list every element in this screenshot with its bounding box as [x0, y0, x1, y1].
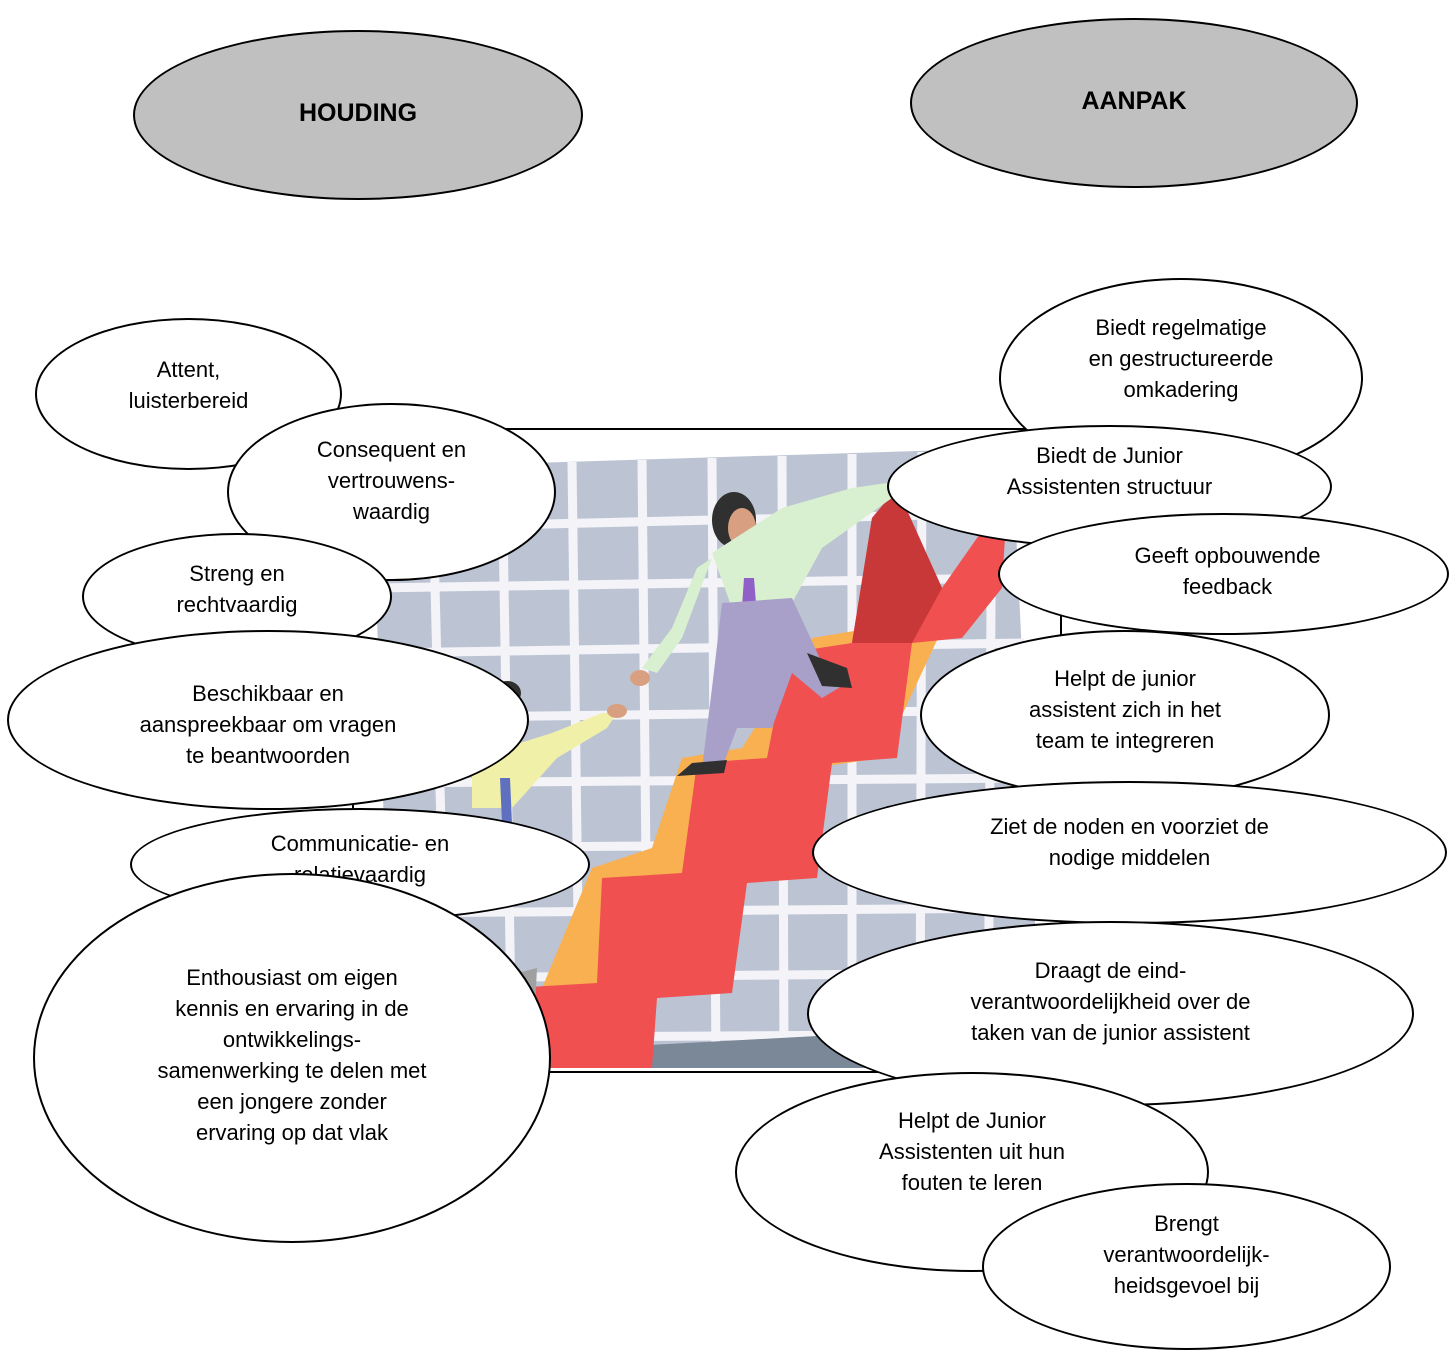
houding-item-5: Communicatie- en relatievaardig [270, 831, 450, 887]
aanpak-item-2: Biedt de Junior Assistenten structuur [1006, 443, 1213, 499]
aanpak-item-3: Geeft opbouwende feedback [1134, 543, 1321, 599]
aanpak-item-1: Biedt regelmatige en gestructureerde omk… [1088, 315, 1274, 402]
houding-ellipse-6 [33, 873, 551, 1243]
aanpak-ellipse-3 [998, 513, 1449, 635]
houding-ellipse-4 [7, 630, 529, 810]
houding-item-3: Streng en rechtvaardig [176, 561, 298, 617]
aanpak-item-5: Ziet de noden en voorziet de nodige midd… [990, 814, 1269, 870]
houding-item-1: Attent, luisterbereid [128, 357, 249, 413]
aanpak-item-8: Brengt verantwoordelijk- heidsgevoel bij [1103, 1211, 1270, 1298]
houding-header: HOUDING [298, 99, 418, 127]
aanpak-item-7: Helpt de Junior Assistenten uit hun fout… [879, 1108, 1065, 1195]
houding-item-6: Enthousiast om eigen kennis en ervaring … [157, 965, 427, 1145]
aanpak-header-ellipse [910, 18, 1358, 188]
aanpak-item-4: Helpt de junior assistent zich in het te… [1029, 666, 1221, 753]
aanpak-ellipse-4 [920, 630, 1330, 800]
aanpak-ellipse-8 [982, 1183, 1391, 1350]
aanpak-ellipse-7 [735, 1072, 1209, 1272]
houding-header-ellipse [133, 30, 583, 200]
aanpak-header: AANPAK [1081, 87, 1187, 115]
houding-item-2: Consequent en vertrouwens- waardig [316, 437, 467, 524]
houding-item-4: Beschikbaar en aanspreekbaar om vragen t… [139, 681, 397, 768]
aanpak-item-6: Draagt de eind- verantwoordelijkheid ove… [970, 958, 1251, 1045]
climbing-man-icon [630, 483, 892, 776]
